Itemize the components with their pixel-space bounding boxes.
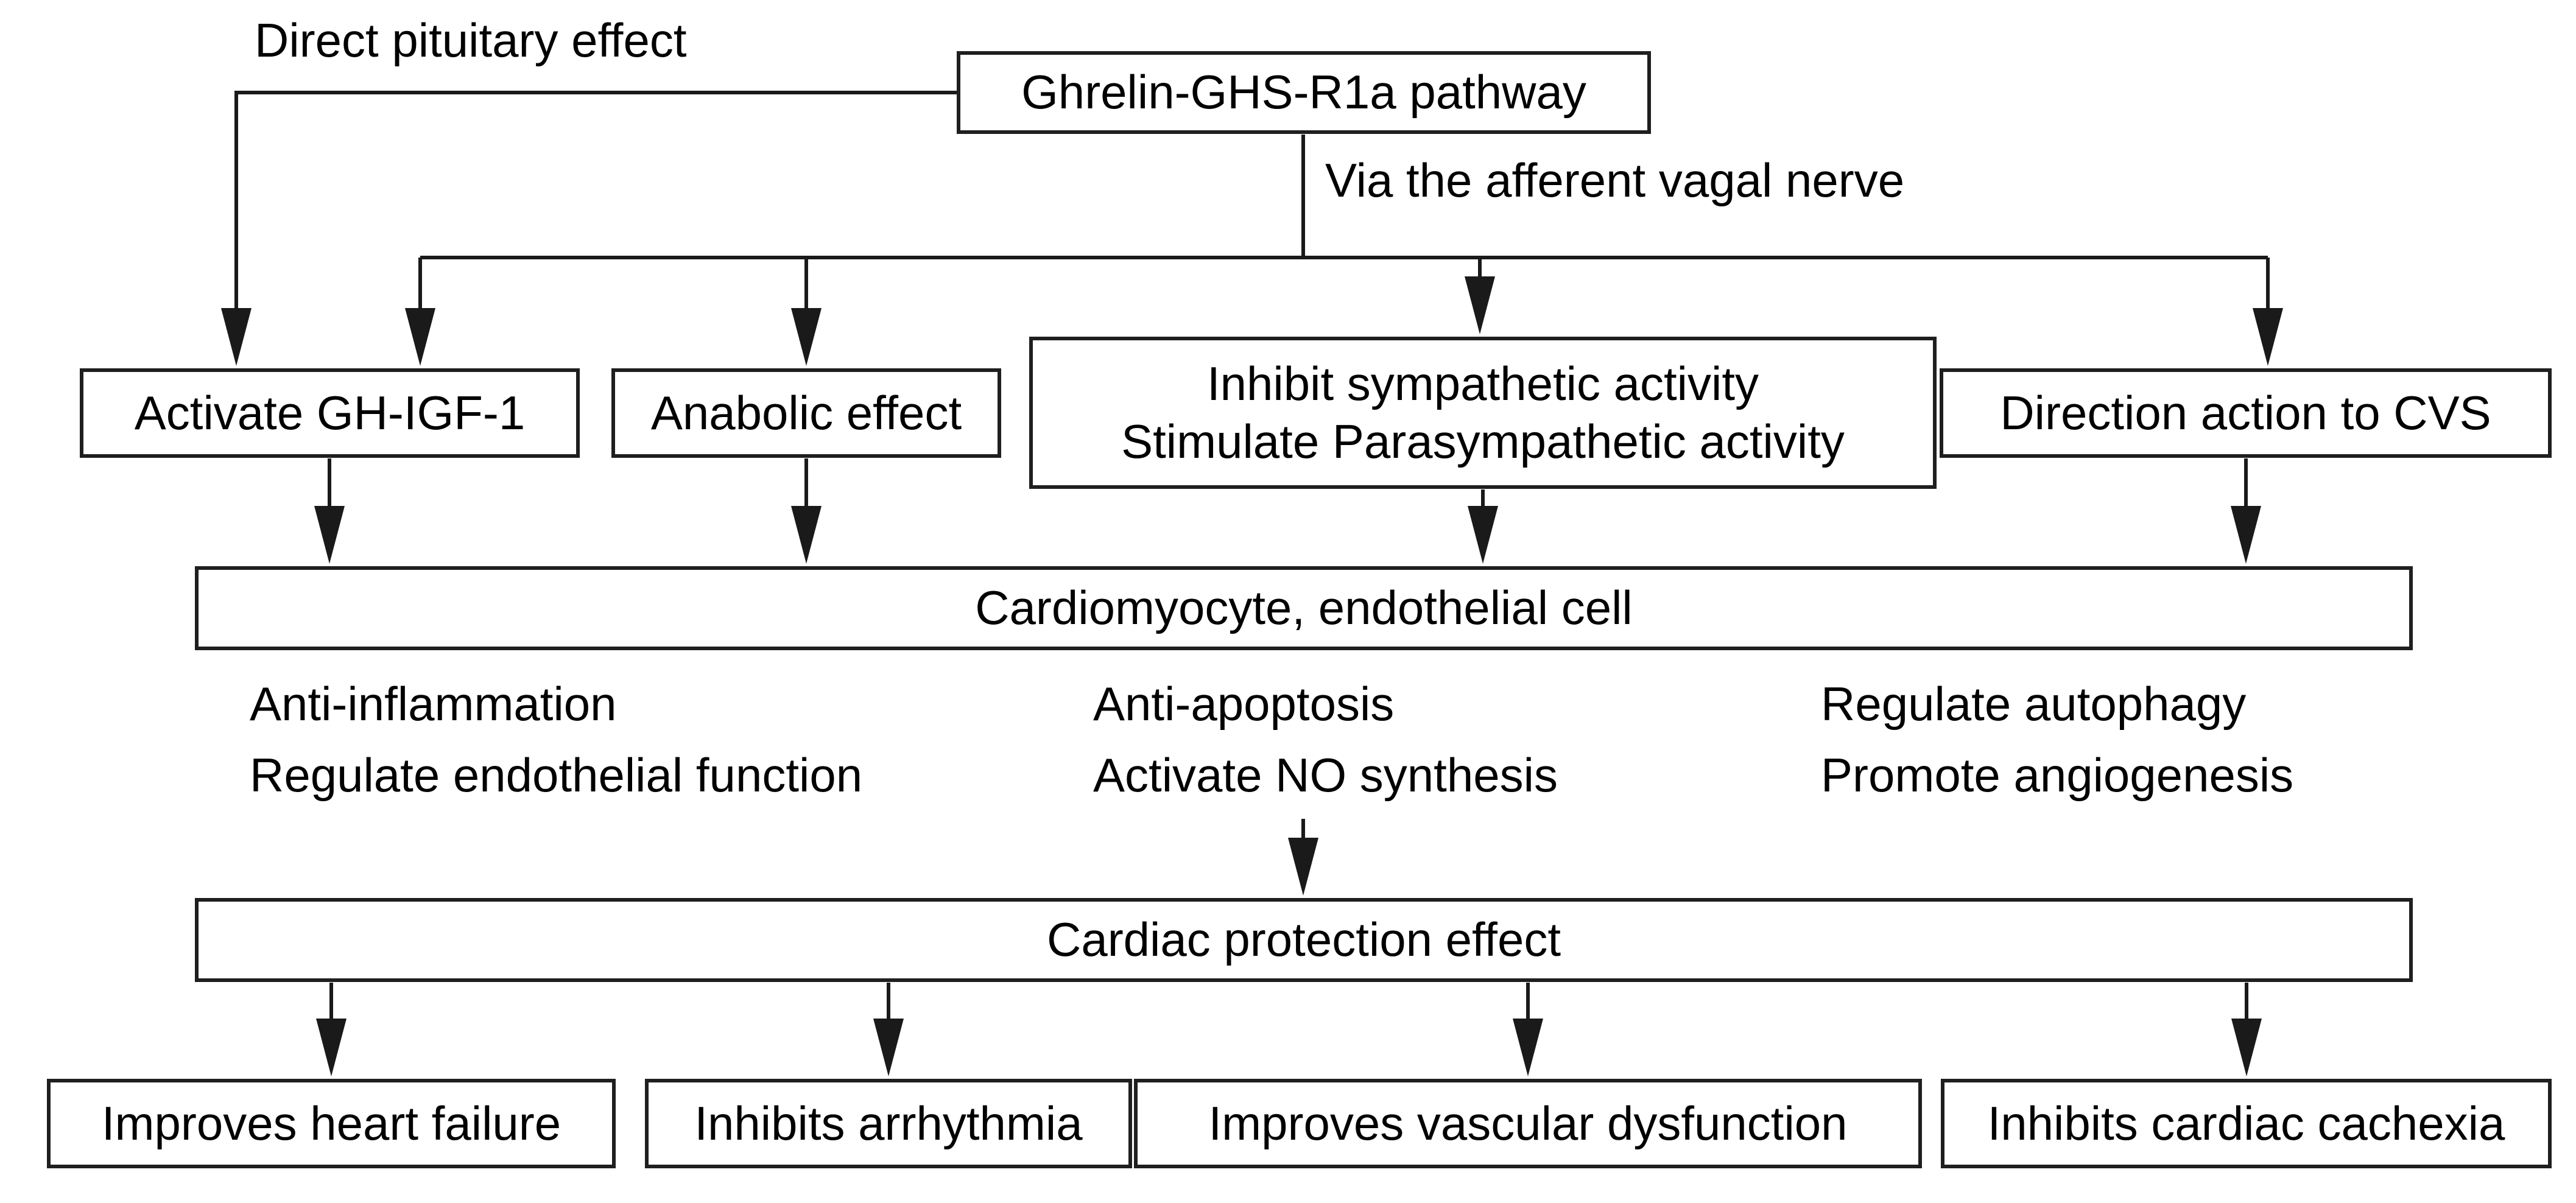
- effect-regulate-endothelial-function: Regulate endothelial function: [250, 748, 863, 802]
- label-direct-pituitary-effect: Direct pituitary effect: [255, 13, 687, 67]
- effect-promote-angiogenesis: Promote angiogenesis: [1821, 748, 2294, 802]
- node-label: Ghrelin-GHS-R1a pathway: [1021, 65, 1586, 119]
- edge-branch-to-cvs: [2253, 258, 2283, 366]
- label-afferent-vagal-nerve: Via the afferent vagal nerve: [1325, 153, 1905, 207]
- effect-activate-no-synthesis: Activate NO synthesis: [1093, 748, 1558, 802]
- node-sympathetic-parasympathetic: Inhibit sympathetic activity Stimulate P…: [1029, 337, 1937, 489]
- node-label: Inhibits cardiac cachexia: [1987, 1096, 2505, 1150]
- node-label: Improves vascular dysfunction: [1208, 1096, 1848, 1150]
- edge-protection-to-vascular: [1513, 983, 1543, 1076]
- edge-vagal-trunk: [420, 135, 2268, 259]
- node-inhibits-cardiac-cachexia: Inhibits cardiac cachexia: [1941, 1079, 2552, 1168]
- node-improves-vascular-dysfunction: Improves vascular dysfunction: [1134, 1079, 1922, 1168]
- node-label: Inhibits arrhythmia: [694, 1096, 1083, 1150]
- node-activate-gh-igf-1: Activate GH-IGF-1: [80, 368, 580, 458]
- node-label: Cardiomyocyte, endothelial cell: [975, 581, 1633, 635]
- effect-anti-apoptosis: Anti-apoptosis: [1093, 677, 1395, 731]
- node-label: Anabolic effect: [650, 385, 962, 440]
- edge-anabolic-to-cell: [791, 458, 822, 564]
- edge-branch-to-anabolic: [791, 258, 822, 366]
- edge-ghigf-to-cell: [314, 458, 345, 564]
- node-label: Direction action to CVS: [2000, 385, 2491, 440]
- node-cardiac-protection-effect: Cardiac protection effect: [195, 898, 2413, 982]
- effects-column-right: Regulate autophagy Promote angiogenesis: [1821, 668, 2293, 811]
- node-label: Improves heart failure: [101, 1096, 561, 1150]
- node-cardiomyocyte-endothelial-cell: Cardiomyocyte, endothelial cell: [195, 566, 2413, 650]
- node-label: Activate GH-IGF-1: [134, 385, 526, 440]
- node-anabolic-effect: Anabolic effect: [611, 368, 1001, 458]
- edge-direct-pituitary: [221, 91, 957, 366]
- edge-branch-to-sympathetic: [1465, 258, 1495, 334]
- node-label-line2: Stimulate Parasympathetic activity: [1121, 415, 1845, 468]
- edge-protection-to-heart-failure: [316, 983, 347, 1076]
- node-improves-heart-failure: Improves heart failure: [47, 1079, 616, 1168]
- edge-cvs-to-cell: [2231, 458, 2261, 564]
- edge-branch-to-ghigf: [405, 258, 435, 366]
- node-direction-action-to-cvs: Direction action to CVS: [1940, 368, 2552, 458]
- edge-effects-to-protection: [1288, 819, 1318, 896]
- node-ghrelin-ghs-r1a-pathway: Ghrelin-GHS-R1a pathway: [957, 51, 1651, 134]
- effects-column-left: Anti-inflammation Regulate endothelial f…: [250, 668, 862, 811]
- node-inhibits-arrhythmia: Inhibits arrhythmia: [645, 1079, 1132, 1168]
- edge-protection-to-arrhythmia: [873, 983, 904, 1076]
- effect-regulate-autophagy: Regulate autophagy: [1821, 677, 2247, 731]
- edge-protection-to-cachexia: [2231, 983, 2262, 1076]
- edge-sympathetic-to-cell: [1468, 489, 1498, 564]
- effect-anti-inflammation: Anti-inflammation: [250, 677, 617, 731]
- node-label-line1: Inhibit sympathetic activity: [1206, 356, 1759, 410]
- node-label: Cardiac protection effect: [1046, 913, 1561, 967]
- effects-column-middle: Anti-apoptosis Activate NO synthesis: [1093, 668, 1558, 811]
